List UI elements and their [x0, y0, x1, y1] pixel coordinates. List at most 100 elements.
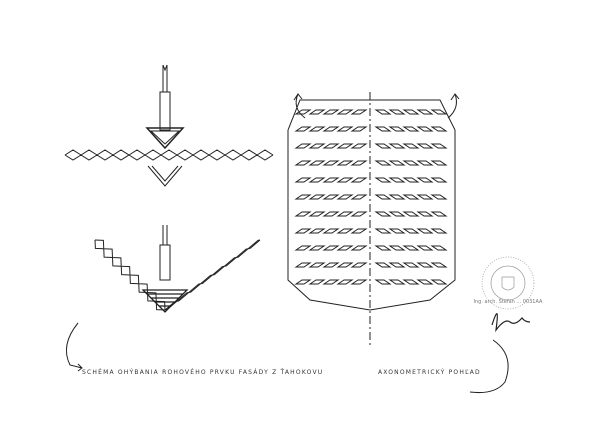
- pointer-arrow-right-icon: [469, 339, 509, 393]
- mesh-cell: [402, 109, 420, 115]
- mesh-cell: [294, 194, 312, 200]
- mesh-cell: [308, 109, 326, 115]
- mesh-cell: [416, 126, 434, 132]
- mesh-cell: [374, 228, 392, 234]
- mesh-cell: [308, 143, 326, 149]
- mesh-cell: [336, 194, 354, 200]
- bent-zigzag-a0: [94, 239, 166, 311]
- mesh-cell: [336, 245, 354, 251]
- mesh-cell: [308, 126, 326, 132]
- mesh-cell: [350, 228, 368, 234]
- mesh-cell: [388, 245, 406, 251]
- bent-profile-small: [147, 165, 183, 187]
- mesh-cell: [374, 143, 392, 149]
- mesh-cell: [308, 160, 326, 166]
- mesh-cell: [402, 228, 420, 234]
- bent-zigzag-a1: [164, 239, 261, 311]
- mesh-cell: [374, 262, 392, 268]
- architect-stamp: [481, 256, 535, 310]
- mesh-cell: [294, 262, 312, 268]
- mesh-cell: [430, 143, 448, 149]
- mesh-cell: [294, 228, 312, 234]
- mesh-cell: [336, 228, 354, 234]
- mesh-cell: [322, 262, 340, 268]
- mesh-cell: [322, 194, 340, 200]
- mesh-cell: [388, 262, 406, 268]
- mesh-cell: [322, 211, 340, 217]
- mesh-cell: [430, 262, 448, 268]
- mesh-cell: [430, 279, 448, 285]
- mesh-cell: [350, 143, 368, 149]
- mesh-cell: [388, 126, 406, 132]
- mesh-cell: [308, 228, 326, 234]
- mesh-cell: [294, 177, 312, 183]
- mesh-cell: [430, 228, 448, 234]
- mesh-cell: [430, 177, 448, 183]
- mesh-cell: [402, 143, 420, 149]
- mesh-cell: [308, 194, 326, 200]
- mesh-cell: [416, 262, 434, 268]
- mesh-cell: [350, 194, 368, 200]
- mesh-cell: [350, 126, 368, 132]
- mesh-cell: [294, 279, 312, 285]
- mesh-cell: [374, 160, 392, 166]
- mesh-cell: [388, 211, 406, 217]
- mesh-cell: [374, 245, 392, 251]
- mesh-cell: [402, 211, 420, 217]
- mesh-cell: [388, 109, 406, 115]
- mesh-cell: [402, 160, 420, 166]
- mesh-cell: [336, 211, 354, 217]
- mesh-cell: [402, 177, 420, 183]
- mesh-cell: [322, 160, 340, 166]
- mesh-cell: [308, 245, 326, 251]
- mesh-cell: [350, 109, 368, 115]
- mesh-cell: [308, 211, 326, 217]
- mesh-cell: [402, 262, 420, 268]
- mesh-cell: [388, 143, 406, 149]
- mesh-cell: [402, 245, 420, 251]
- facade-axonometric: [287, 99, 456, 311]
- mesh-cell: [388, 228, 406, 234]
- caption-bending-scheme: SCHÉMA OHÝBANIA ROHOVÉHO PRVKU FASÁDY Z …: [82, 369, 324, 376]
- mesh-cell: [416, 279, 434, 285]
- mesh-cell: [374, 126, 392, 132]
- mesh-cell: [430, 160, 448, 166]
- mesh-cell: [322, 245, 340, 251]
- zigzag-upper: [64, 149, 274, 156]
- mesh-cell: [336, 160, 354, 166]
- mesh-cell: [402, 126, 420, 132]
- mesh-cell: [416, 177, 434, 183]
- mesh-cell: [374, 279, 392, 285]
- caption-axonometric-view: AXONOMETRICKÝ POHĽAD: [378, 369, 481, 376]
- mesh-cell: [416, 109, 434, 115]
- mesh-cell: [308, 262, 326, 268]
- mesh-cell: [336, 126, 354, 132]
- expanded-metal-flat-profile: [64, 149, 274, 161]
- mesh-cell: [294, 126, 312, 132]
- mesh-cell: [336, 109, 354, 115]
- zigzag-lower: [64, 154, 274, 161]
- mesh-cell: [388, 279, 406, 285]
- mesh-cell: [322, 109, 340, 115]
- mesh-cell: [388, 194, 406, 200]
- mesh-cell: [388, 160, 406, 166]
- mesh-cell: [322, 177, 340, 183]
- mesh-cell: [294, 245, 312, 251]
- mesh-cell: [416, 211, 434, 217]
- mesh-cell: [308, 177, 326, 183]
- rotate-arrow-left-icon: [293, 93, 306, 119]
- mesh-cell: [374, 211, 392, 217]
- mesh-cell: [350, 262, 368, 268]
- bent-corner-profile: [94, 239, 261, 311]
- mesh-cell: [402, 279, 420, 285]
- mesh-cell: [322, 279, 340, 285]
- mesh-cell: [350, 177, 368, 183]
- bending-arrow-bottom: [159, 225, 171, 281]
- signature: [491, 313, 531, 333]
- mesh-cell: [322, 143, 340, 149]
- mesh-cell: [374, 177, 392, 183]
- mesh-cell: [388, 177, 406, 183]
- mesh-cell: [430, 211, 448, 217]
